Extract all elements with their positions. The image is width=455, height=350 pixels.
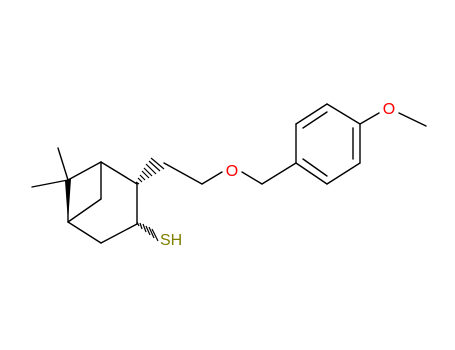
aromatic-double-1 — [302, 111, 328, 129]
bond-gem-methyl-2 — [31, 179, 69, 188]
bond-ch2-ch2 — [163, 162, 203, 185]
hashed-bond-thiol — [136, 221, 159, 242]
aromatic-double-3 — [302, 158, 328, 177]
wedge-bond — [65, 179, 71, 222]
hashed-bond-chain — [135, 157, 165, 185]
bond-ring-bottom — [100, 223, 138, 244]
bond-o-benzyl — [241, 171, 263, 185]
bond-benzyl-ring — [261, 162, 297, 185]
bond-ring-o — [359, 112, 380, 125]
bond-bridge-upper — [67, 161, 102, 181]
benzene-ring — [295, 103, 361, 185]
bond-gem-methyl-1 — [57, 147, 69, 181]
ether-linker-bonds — [163, 162, 297, 185]
bond-ring-lower-left — [67, 221, 102, 244]
bond-ch2-o — [201, 171, 223, 185]
methoxy-oxygen-label: O — [383, 101, 395, 118]
bond-ring-top — [100, 161, 138, 185]
bond-o-methyl — [398, 112, 427, 127]
bond-bridge-back-lower — [67, 198, 102, 223]
oxygen-atom-label: O — [226, 163, 238, 180]
methoxy-bonds — [359, 112, 427, 127]
thiol-label: SH — [160, 232, 182, 249]
bicyclic-ring-bonds — [31, 147, 138, 244]
